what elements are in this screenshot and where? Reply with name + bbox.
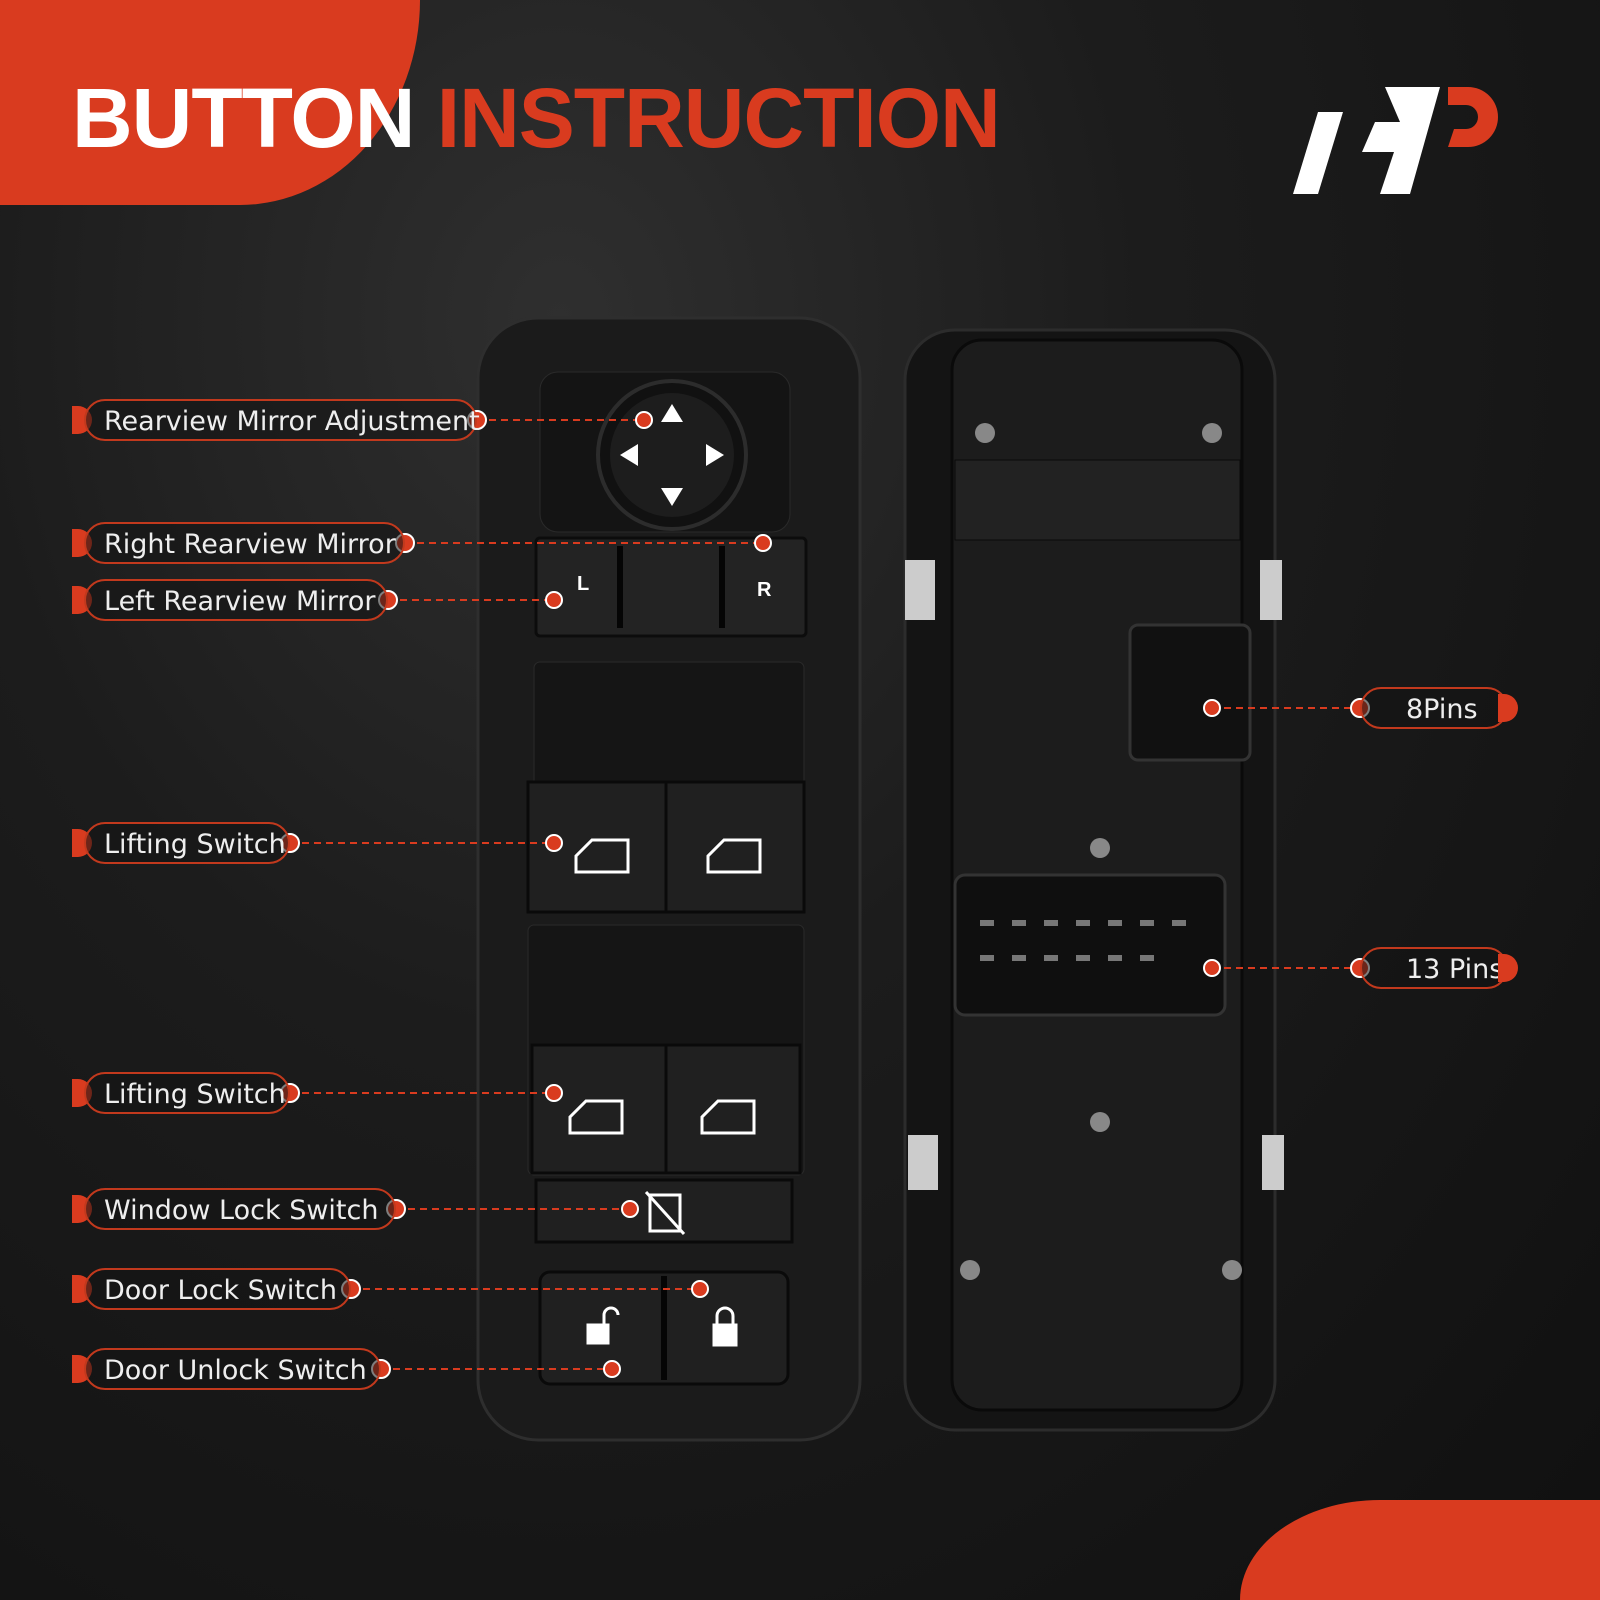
screws — [960, 423, 1242, 1280]
switch-back — [903, 328, 1284, 1432]
title-part-2: INSTRUCTION — [436, 71, 1001, 165]
window-icons — [568, 838, 762, 1135]
brand-logo — [1293, 87, 1498, 194]
callout-13-pins: 13 Pins — [1360, 947, 1508, 989]
window-lock-icon — [644, 1190, 686, 1236]
callout-right-rearview-mirror: Right Rearview Mirror — [84, 522, 405, 564]
callout-window-lock-switch: Window Lock Switch — [84, 1188, 396, 1230]
callout-8-pins: 8Pins — [1360, 687, 1508, 729]
callout-rearview-mirror-adjustment: Rearview Mirror Adjustment — [84, 399, 480, 441]
page-title: BUTTON INSTRUCTION — [72, 70, 1001, 166]
lock-icon — [712, 1306, 738, 1347]
callout-lines — [290, 419, 1360, 1370]
title-part-1: BUTTON — [72, 71, 415, 165]
callout-lifting-switch-front: Lifting Switch — [84, 822, 290, 864]
unlock-icon — [586, 1306, 620, 1345]
callout-door-lock-switch: Door Lock Switch — [84, 1268, 351, 1310]
left-mirror-label: L — [577, 573, 589, 595]
connector-pins — [980, 920, 1186, 961]
callout-lifting-switch-rear: Lifting Switch — [84, 1072, 290, 1114]
callout-tab — [1498, 954, 1518, 982]
callout-left-rearview-mirror: Left Rearview Mirror — [84, 579, 388, 621]
callout-tab — [1498, 694, 1518, 722]
corner-accent-bottom — [1240, 1500, 1600, 1600]
callout-door-unlock-switch: Door Unlock Switch — [84, 1348, 381, 1390]
right-mirror-label: R — [757, 579, 772, 601]
switch-front: L R — [476, 316, 862, 1442]
